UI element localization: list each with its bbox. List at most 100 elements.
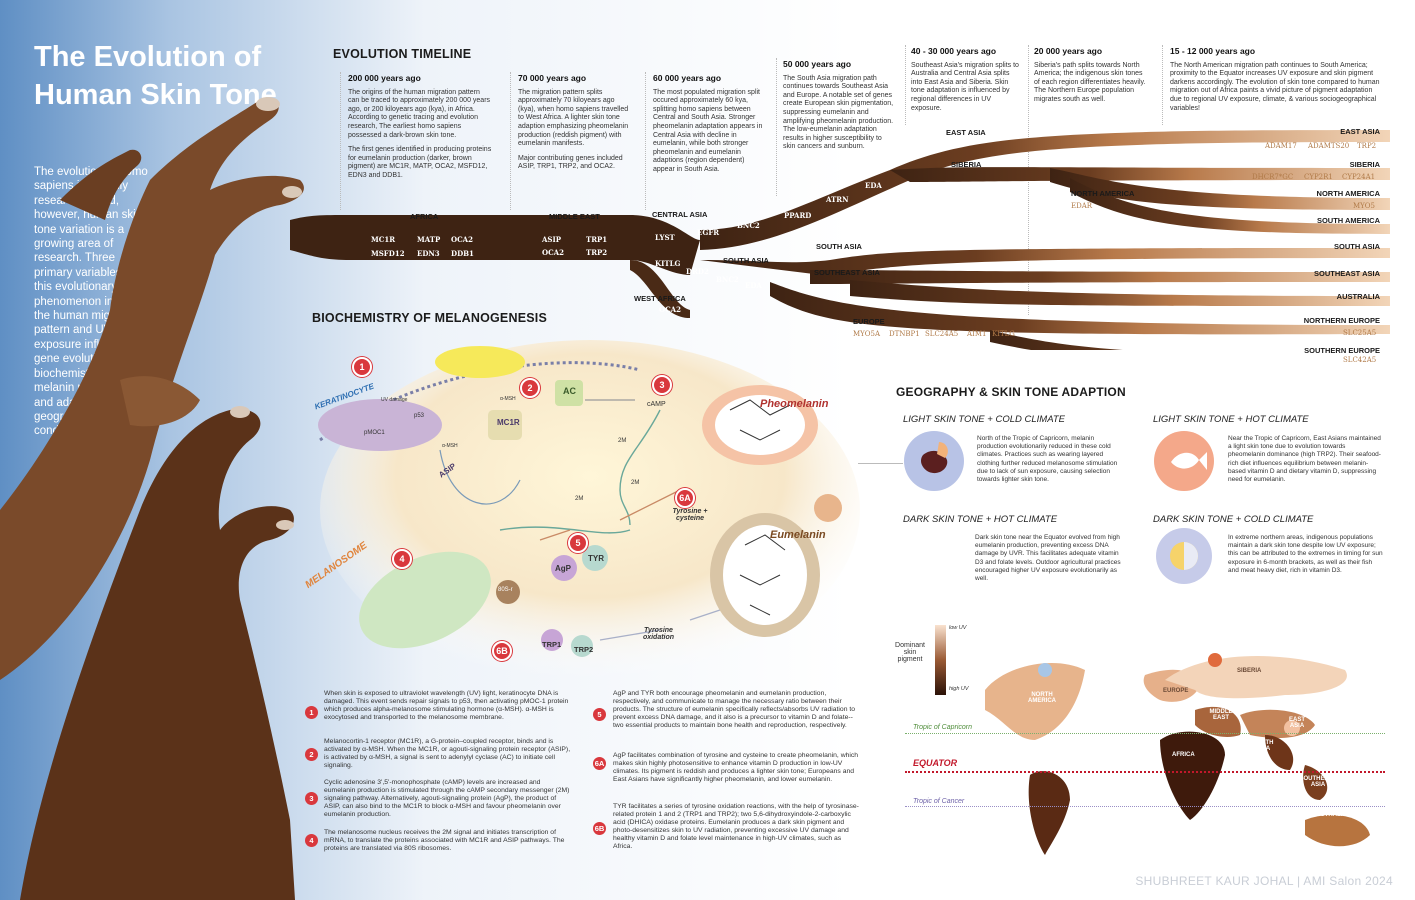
label-p53: p53 (414, 413, 425, 419)
label-equator: EQUATOR (913, 758, 958, 768)
page-title: The Evolution of Human Skin Tone (34, 41, 277, 111)
legend-gradient (935, 625, 946, 695)
label-eumelanin: Eumelanin (770, 529, 826, 541)
step-6a-text: AgP facilitates combination of tyrosine … (613, 752, 859, 783)
gene-lyst: LYST (655, 233, 675, 242)
gene-slc25a5: SLC25A5 (1343, 329, 1377, 337)
gene-oca2-wa: OCA2 (659, 305, 681, 314)
gene-dtnbp1: DTNBP1 (889, 330, 920, 338)
badge-2: 2 (520, 378, 540, 398)
era-20k: 20 000 years ago Siberia's path splits t… (1034, 46, 1146, 103)
end-east-asia: EAST ASIA (1340, 127, 1380, 136)
label-siberia: SIBERIA (951, 160, 982, 169)
label-tyrosine-cysteine: Tyrosine + cysteine (672, 508, 708, 522)
gene-msfd12: MSFD12 (371, 249, 405, 258)
label-agp: AgP (555, 564, 571, 573)
cancer-line (905, 806, 1385, 807)
label-2m-c: 2M (575, 496, 584, 502)
label-ac: AC (563, 386, 576, 396)
label-uv-damage: UV damage (381, 397, 408, 403)
sun-moon-icon (1156, 528, 1212, 584)
label-pheomelanin: Pheomelanin (760, 398, 829, 410)
era-15-12k: 15 - 12 000 years ago The North American… (1170, 46, 1380, 112)
gene-dhcr7gc: DHCR7*GC (1252, 173, 1294, 181)
card-1-text: North of the Tropic of Capricorn, melani… (977, 435, 1118, 484)
gene-matp: MATP (417, 235, 441, 244)
legend-high: high UV (949, 686, 969, 692)
biochem-heading: BIOCHEMISTRY OF MELANOGENESIS (312, 311, 547, 325)
melanogenesis-diagram (318, 340, 860, 680)
label-mc1r: MC1R (497, 418, 520, 427)
timeline-heading: EVOLUTION TIMELINE (333, 47, 472, 61)
label-southeast-asia: SOUTHEAST ASIA (814, 268, 880, 277)
card-4-text: In extreme northern areas, indigenous po… (1228, 534, 1383, 574)
legend-low: low UV (949, 625, 967, 631)
map-central-asia: CENTRAL ASIA (1250, 699, 1280, 711)
map-north-america: NORTH AMERICA (1028, 692, 1056, 704)
gene-kitlg: KITLG (655, 259, 681, 268)
gene-mc1r: MC1R (371, 235, 396, 244)
gene-cyp2r1: CYP2R1 (1304, 173, 1333, 181)
era-60k: 60 000 years ago The most populated migr… (653, 73, 763, 173)
label-2m-b: 2M (631, 480, 640, 486)
card-4-title: DARK SKIN TONE + COLD CLIMATE (1153, 514, 1314, 525)
hot-climate-fish-icon (1154, 431, 1214, 491)
gene-ppard: PPARD (784, 211, 812, 220)
gene-cyp24a1: CYP24A1 (1342, 173, 1376, 181)
card-2-text: Near the Tropic of Capricorn, East Asian… (1228, 435, 1381, 484)
capricorn-line (905, 733, 1385, 734)
step-4-text: The melanosome nucleus receives the 2M s… (324, 829, 565, 852)
gene-bnc2-a: BNC2 (737, 221, 760, 230)
step-badge-6b: 6B (593, 822, 606, 835)
card-3-text: Dark skin tone near the Equator evolved … (975, 534, 1121, 583)
map-east-asia: EAST ASIA (1288, 717, 1305, 729)
gene-adam17: ADAM17 (1265, 142, 1297, 150)
step-badge-6a: 6A (593, 757, 606, 770)
label-amsh-2: α-MSH (442, 443, 458, 449)
gene-myo5a: MYO5A (853, 330, 881, 338)
legend-title: Dominant skin pigment (895, 642, 925, 663)
step-badge-4: 4 (305, 834, 318, 847)
label-pmoc1: pMOC1 (364, 430, 385, 436)
label-africa: AFRICA (410, 212, 439, 221)
map-siberia: SIBERIA (1237, 668, 1262, 674)
step-3-text: Cyclic adenosine 3',5'-monophosphate (cA… (324, 779, 570, 818)
era-50k: 50 000 years ago The South Asia migratio… (783, 59, 894, 151)
geo-heading: GEOGRAPHY & SKIN TONE ADAPTION (896, 385, 1126, 399)
cold-climate-icon (904, 431, 964, 491)
card-2-title: LIGHT SKIN TONE + HOT CLIMATE (1153, 414, 1309, 425)
map-south-asia: SOUTH ASIA (1252, 740, 1274, 752)
badge-4: 4 (392, 549, 412, 569)
label-tyr: TYR (588, 554, 604, 563)
end-southeast-asia: SOUTHEAST ASIA (1314, 269, 1380, 278)
end-northern-europe: NORTHERN EUROPE (1303, 316, 1380, 325)
label-south-asia-2: SOUTH ASIA (816, 242, 862, 251)
era-40-30k: 40 - 30 000 years ago Southeast Asia's m… (911, 46, 1019, 112)
badge-6a: 6A (675, 488, 695, 508)
label-south-asia: SOUTH ASIA (723, 256, 769, 265)
gene-trp1: TRP1 (586, 235, 608, 244)
gene-adamts20: ADAMTS20 (1308, 142, 1350, 150)
gene-oca2-me: OCA2 (542, 248, 564, 257)
gene-kitlg-eu: KITLG (992, 330, 1015, 338)
gene-aim1: AIM1 (967, 330, 987, 338)
step-badge-2: 2 (305, 748, 318, 761)
step-5-text: AgP and TYR both encourage pheomelanin a… (613, 690, 856, 729)
gene-bnc2-b: BNC2 (716, 275, 739, 284)
label-80s: 80S-r (498, 587, 513, 593)
gene-slc24a5: SLC24A5 (925, 330, 959, 338)
step-6b-text: TYR facilitates a series of tyrosine oxi… (613, 803, 859, 850)
gene-drd2: DRD2 (686, 267, 709, 276)
end-australia: AUSTRALIA (1336, 292, 1380, 301)
badge-1: 1 (352, 357, 372, 377)
badge-6b: 6B (492, 641, 512, 661)
map-europe: EUROPE (1163, 688, 1189, 694)
label-capricorn: Tropic of Capricorn (913, 724, 973, 731)
step-badge-5: 5 (593, 708, 606, 721)
gene-ddb1: DDB1 (451, 249, 474, 258)
gene-oca2: OCA2 (451, 235, 473, 244)
hands-illustration (0, 97, 304, 900)
gene-eda-2: EDA (865, 181, 882, 190)
label-trp2: TRP2 (574, 645, 594, 654)
gene-slc42a5: SLC42A5 (1343, 356, 1377, 364)
